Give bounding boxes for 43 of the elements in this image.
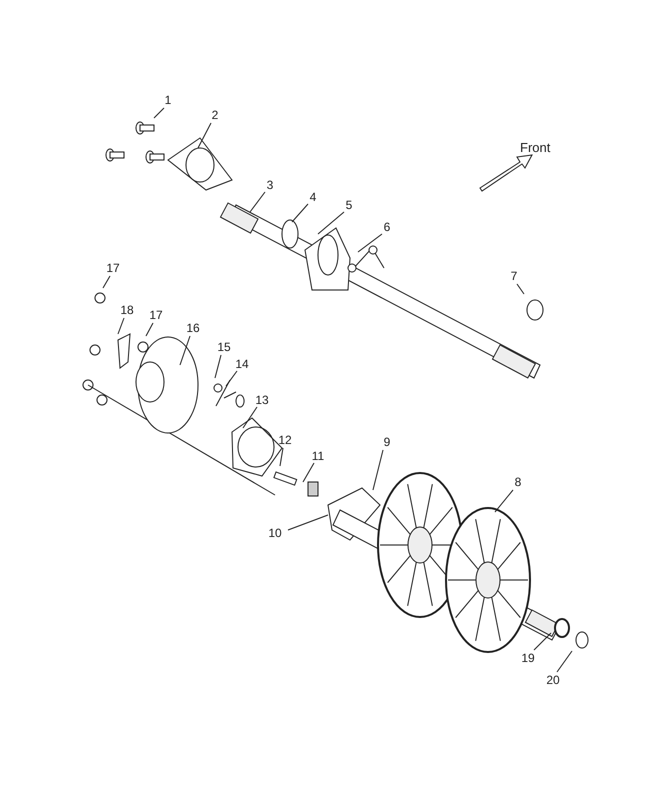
leader-line	[118, 318, 124, 334]
leader-line	[146, 322, 154, 336]
leader-line	[250, 192, 266, 212]
leader-line	[358, 234, 382, 252]
callout-number: 11	[312, 449, 324, 463]
leader-line	[242, 406, 258, 428]
callout-number: 9	[384, 435, 390, 449]
callout-number: 3	[266, 178, 274, 192]
leader-line	[556, 650, 572, 672]
callout-number: 17	[149, 308, 163, 322]
callout-number: 17	[106, 261, 120, 275]
leader-line	[288, 514, 328, 530]
callout-number: 1	[164, 93, 172, 107]
leader-line	[214, 354, 222, 378]
callout-number: 10	[268, 526, 282, 540]
callout-number: 4	[310, 190, 316, 204]
leader-line	[292, 204, 308, 222]
leader-line	[516, 284, 524, 294]
leader-line	[494, 490, 514, 512]
callout-number: 14	[235, 357, 249, 371]
callout-number: 12	[278, 433, 292, 447]
callout-number: 15	[217, 340, 231, 354]
leader-line	[198, 122, 212, 148]
leader-line	[534, 632, 552, 650]
leader-line	[280, 448, 284, 466]
callout-number: 5	[346, 198, 352, 212]
leader-line	[226, 370, 238, 386]
callout-number: 7	[510, 269, 518, 283]
callout-number: 13	[255, 393, 269, 407]
callout-number: 16	[186, 321, 200, 335]
callout-number: 19	[521, 651, 535, 665]
callout-number: 8	[514, 475, 522, 489]
direction-label: Front	[520, 139, 550, 157]
leader-line	[372, 450, 384, 490]
leader-line	[180, 336, 190, 366]
callout-number: 20	[546, 673, 560, 687]
leader-line	[318, 212, 344, 234]
leader-line	[302, 462, 314, 482]
callout-number: 2	[212, 108, 218, 122]
leader-line	[154, 108, 164, 118]
callout-number: 18	[120, 303, 134, 317]
leader-line	[102, 276, 110, 288]
callout-number: 6	[384, 220, 390, 234]
